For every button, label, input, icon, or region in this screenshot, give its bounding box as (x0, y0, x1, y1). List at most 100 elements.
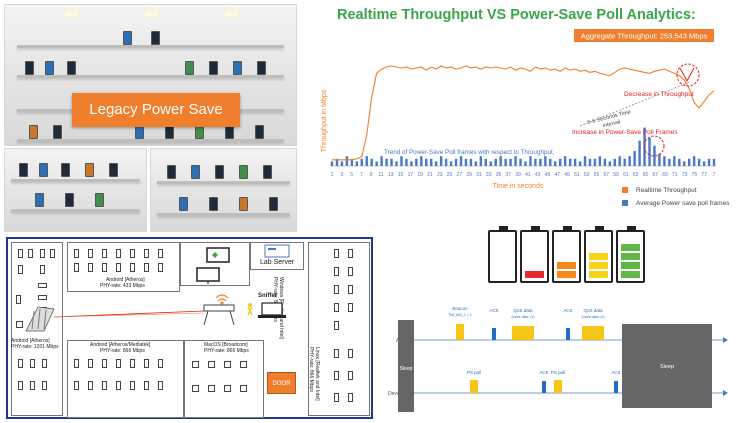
poll-bar (563, 156, 567, 166)
decrease-highlight-circle (676, 63, 700, 87)
server-icon (264, 244, 290, 258)
increase-highlight-circle (643, 135, 665, 157)
legacy-power-save-label: Legacy Power Save (72, 93, 240, 127)
poll-bar (549, 158, 552, 166)
poll-bar (643, 127, 646, 166)
x-tick-label: 25 (447, 172, 453, 178)
decrease-check-mark (679, 67, 695, 83)
poll-bar (608, 161, 612, 166)
device-icon (334, 303, 339, 312)
device-icon (116, 249, 121, 258)
device-icon (40, 249, 45, 258)
poll-bar (365, 156, 368, 166)
device-icon (158, 249, 163, 258)
ack-frame-1 (492, 328, 496, 340)
laptop-icon (224, 385, 231, 392)
chart-title: Realtime Throughput VS Power-Save Poll A… (337, 7, 696, 23)
ps-poll-frame-2 (554, 380, 562, 393)
phy-866-d-label: PHY-rate: 866 Mbps (308, 347, 314, 392)
lab-photo-bottom-left (4, 148, 147, 232)
device-icon (348, 303, 353, 312)
x-tick-label: 17 (408, 172, 414, 178)
battery-cap (563, 226, 572, 230)
room-android-atheros-top (67, 242, 180, 292)
x-tick-label: 51 (574, 172, 580, 178)
device-icon (348, 267, 353, 276)
poll-bar (390, 158, 393, 166)
poll-bar (375, 161, 378, 166)
android-mediatek-label: Android [Atheros/Mediatek] (90, 342, 151, 348)
ack-frame-3 (542, 381, 546, 393)
poll-bar (489, 161, 492, 166)
x-tick-label: 35 (496, 172, 502, 178)
room-monitor (180, 242, 250, 286)
qos-1-label: QoS data (513, 308, 533, 313)
interval-arrow (579, 81, 691, 127)
poll-bar (539, 158, 542, 166)
x-tick-label: 59 (613, 172, 619, 178)
device-icon (334, 321, 339, 330)
device-icon (116, 359, 121, 368)
device-icon (42, 381, 47, 390)
x-tick-label: 69 (662, 172, 668, 178)
monitor-icon (196, 247, 230, 284)
poll-bar (529, 156, 532, 166)
device-icon (74, 359, 79, 368)
laptop-icon (208, 361, 215, 368)
device-icon (130, 381, 135, 390)
x-tick-label: 67 (652, 172, 658, 178)
ack-frame-4 (614, 381, 618, 393)
device-icon (158, 359, 163, 368)
poll-bar (330, 161, 334, 166)
lab-photo-main: Legacy Power Save (4, 4, 297, 146)
device-icon (348, 371, 353, 380)
door-label: DOOR (267, 372, 296, 394)
battery-cap (531, 226, 540, 230)
device-icon (144, 359, 149, 368)
qos-2-label: QoS data (583, 308, 603, 313)
poll-bar (687, 158, 691, 166)
lab-photo-bottom-right (150, 148, 297, 232)
device-icon (40, 265, 45, 274)
device-icon (88, 263, 93, 272)
device-icon (16, 321, 23, 328)
device-icon (334, 371, 339, 380)
poll-bar (410, 161, 413, 166)
x-tick-label: 41 (525, 172, 531, 178)
device-icon (38, 283, 47, 288)
poll-bar (469, 158, 473, 166)
poll-bar (534, 158, 537, 166)
device-icon (28, 249, 33, 258)
legend-throughput-swatch (622, 187, 628, 194)
qos-data-frame-1 (512, 326, 534, 340)
legend-poll: Average Power save poll frames (622, 200, 729, 207)
battery-icon (616, 226, 645, 283)
device-icon (334, 285, 339, 294)
x-tick-label: 19 (417, 172, 423, 178)
poll-bar (707, 158, 711, 166)
x-tick-label: 55 (594, 172, 600, 178)
sleep-block-right (622, 324, 712, 408)
ps-poll-1-label: PS poll (467, 370, 481, 375)
poll-bar (554, 161, 557, 166)
x-tick-label: 37 (506, 172, 512, 178)
poll-bar (524, 161, 527, 166)
device-icon (50, 249, 55, 258)
x-tick-label: 21 (427, 172, 433, 178)
sleep-block-left (398, 320, 414, 412)
trend-annotation: Trend of Power-Save Poll frames with res… (384, 149, 555, 156)
device-icon (130, 249, 135, 258)
poll-bar (355, 161, 359, 166)
poll-bar (673, 156, 676, 166)
device-icon (102, 381, 107, 390)
poll-bar (559, 158, 562, 166)
x-tick-label: 1 (331, 172, 334, 178)
sleep-right-label: Sleep (660, 364, 674, 370)
poll-bar (415, 158, 418, 166)
beacon-frame (456, 324, 464, 340)
x-tick-label: 31 (476, 172, 482, 178)
device-icon (18, 249, 23, 258)
poll-bar (459, 156, 463, 166)
poll-bar (668, 158, 671, 166)
poll-bar (400, 156, 403, 166)
